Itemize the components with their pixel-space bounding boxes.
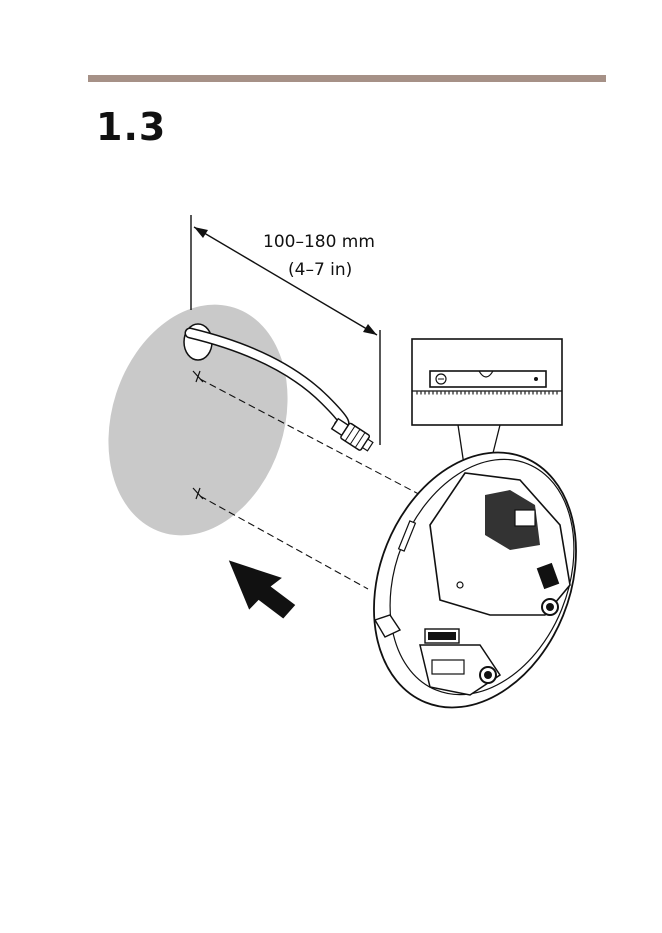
wall-surface [90,281,316,559]
dimension-arrow-right [363,324,377,335]
alignment-line-bottom [200,496,368,589]
installation-figure: 100–180 mm (4–7 in) [90,205,590,715]
dimension-mm-label: 100–180 mm [263,232,375,252]
dimension-in-label: (4–7 in) [288,260,352,280]
installation-illustration: 100–180 mm (4–7 in) [90,205,590,715]
header-rule [88,75,606,82]
dimension-arrow-left [194,227,208,238]
section-number: 1.3 [96,108,166,146]
camera-housing-icon [337,422,590,715]
direction-arrow-icon [222,560,300,620]
